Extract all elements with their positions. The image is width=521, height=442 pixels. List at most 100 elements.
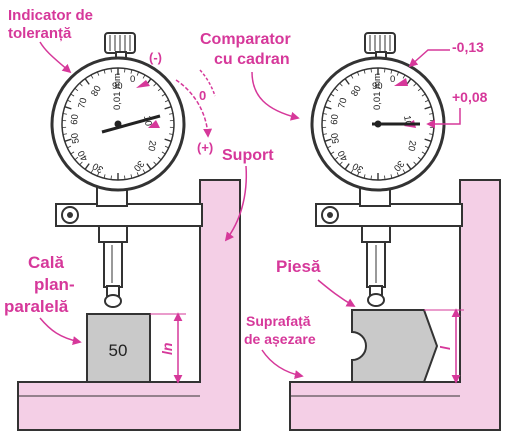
dial-tick xyxy=(97,71,100,76)
dial-tick xyxy=(396,71,399,76)
dial-tick xyxy=(334,156,339,161)
dial-tick xyxy=(110,175,112,180)
dial-tick xyxy=(79,161,83,166)
label-plus-tolerance: +0,08 xyxy=(452,89,488,105)
dial-zero: 0 xyxy=(130,74,135,85)
gauge-block-value: 50 xyxy=(109,341,128,360)
dial-num: 50 xyxy=(329,132,342,144)
dial-tick xyxy=(164,106,172,110)
dial-tick xyxy=(70,151,75,155)
label-minus-sign: (-) xyxy=(149,50,162,65)
dial-tick xyxy=(169,133,174,135)
left-frame xyxy=(17,179,241,431)
dial-unit: 0,01 mm xyxy=(112,73,123,110)
label-suprafata-line2: de așezare xyxy=(244,331,316,347)
dial-tick xyxy=(357,172,360,177)
label-piesa: Piesă xyxy=(276,257,321,276)
dial-tick xyxy=(424,145,429,149)
dial-tick xyxy=(84,78,90,85)
dial-tick xyxy=(339,82,343,87)
dial-tick xyxy=(363,174,366,179)
label-comparator-line1: Comparator xyxy=(200,31,291,48)
dial-tick xyxy=(161,93,166,97)
label-cala-line3: paralelă xyxy=(4,297,69,316)
dial-tick xyxy=(417,156,422,161)
dial-tick xyxy=(424,106,432,110)
label-indicator-line1: Indicator de xyxy=(8,7,93,24)
dial-tick xyxy=(153,161,157,166)
dial-num: 90 xyxy=(372,81,383,92)
dial-tick xyxy=(327,99,332,103)
dial-num: 20 xyxy=(145,139,158,151)
label-suport: Suport xyxy=(222,147,274,164)
label-plus-sign: (+) xyxy=(197,140,213,155)
dial-num: 70 xyxy=(76,97,89,110)
dial-tick xyxy=(429,133,434,135)
dial-tick xyxy=(142,74,146,79)
dial-num: 20 xyxy=(405,139,418,151)
dial-tick xyxy=(424,99,429,103)
dial-tick xyxy=(74,87,79,92)
dial-tick xyxy=(64,106,72,110)
dial-tick xyxy=(130,174,133,179)
dial-tick xyxy=(424,138,432,142)
dial-tick xyxy=(136,71,139,76)
dial-tick xyxy=(396,172,399,177)
dial-tick xyxy=(84,163,90,170)
dial-tick xyxy=(62,133,67,135)
label-comparator-line2: cu cadran xyxy=(214,51,290,68)
dial-tick xyxy=(370,68,372,73)
label-zero: 0 xyxy=(199,88,206,103)
dial-tick xyxy=(390,174,393,179)
label-minus-tolerance: -0,13 xyxy=(452,39,484,55)
dial-tick xyxy=(110,68,112,73)
dial-tick xyxy=(90,74,94,79)
dial-tick xyxy=(90,169,94,174)
dial-tick xyxy=(62,113,67,115)
dial-tick xyxy=(136,172,139,177)
dial-zero: 0 xyxy=(390,74,395,85)
dial-tick xyxy=(164,145,169,149)
dial-tick xyxy=(344,163,350,170)
dial-num: 40 xyxy=(76,148,91,163)
dial-tick xyxy=(334,87,339,92)
dial-tick xyxy=(370,175,372,180)
dial-tick xyxy=(417,87,422,92)
dial-tick xyxy=(103,174,106,179)
dial-num: 70 xyxy=(336,97,349,110)
dial-tick xyxy=(97,172,100,177)
dial-tick xyxy=(384,175,386,180)
dial-tick xyxy=(350,169,354,174)
dial-tick xyxy=(330,93,335,97)
dial-tick xyxy=(324,106,332,110)
dial-tick xyxy=(390,69,393,74)
dial-tick xyxy=(350,74,354,79)
label-cala-line2: plan- xyxy=(34,275,75,294)
dimension-l: l xyxy=(437,345,453,350)
dial-tick xyxy=(429,113,434,115)
dial-tick xyxy=(79,82,83,87)
dial-tick xyxy=(67,99,72,103)
left-arm xyxy=(55,203,203,227)
left-dial-needle xyxy=(101,114,161,134)
dial-num: 90 xyxy=(112,81,123,92)
dial-num: 30 xyxy=(91,160,106,175)
dial-tick xyxy=(322,113,327,115)
dial-tick xyxy=(421,151,426,155)
dial-tick xyxy=(64,138,72,142)
dial-num: 60 xyxy=(69,114,81,125)
dial-tick xyxy=(74,156,79,161)
dial-num: 50 xyxy=(69,132,82,144)
dial-tick xyxy=(103,69,106,74)
left-assembly: 50 ln 90 80 70 60 50 40 30 10 20 30 0 0,… xyxy=(17,32,241,431)
dial-num: 80 xyxy=(349,84,364,99)
dial-tick xyxy=(327,145,332,149)
dial-tick xyxy=(402,169,406,174)
dial-tick xyxy=(330,151,335,155)
dial-tick xyxy=(402,74,406,79)
right-assembly: l 90 80 70 60 50 40 30 10 20 30 0 0,01 m… xyxy=(289,32,501,431)
dial-tick xyxy=(344,78,350,85)
dial-tick xyxy=(406,163,412,170)
